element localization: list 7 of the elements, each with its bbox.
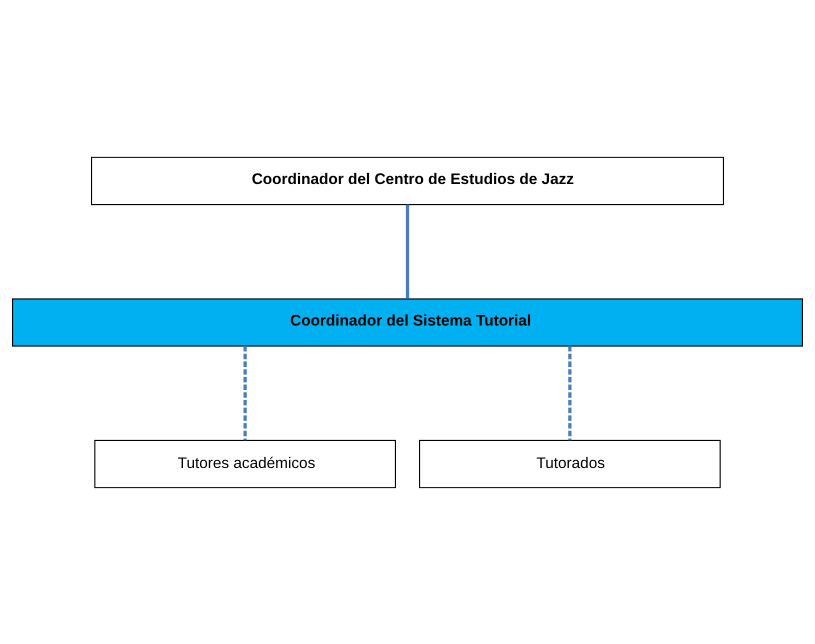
node-box: Tutores académicos [94,439,396,488]
node-box: Tutorados [419,439,721,488]
connector [406,204,410,298]
node-box: Coordinador del Centro de Estudios de Jazz [91,156,724,205]
connector [243,346,247,440]
node-box: Coordinador del Sistema Tutorial [12,298,803,346]
connector [568,346,572,440]
